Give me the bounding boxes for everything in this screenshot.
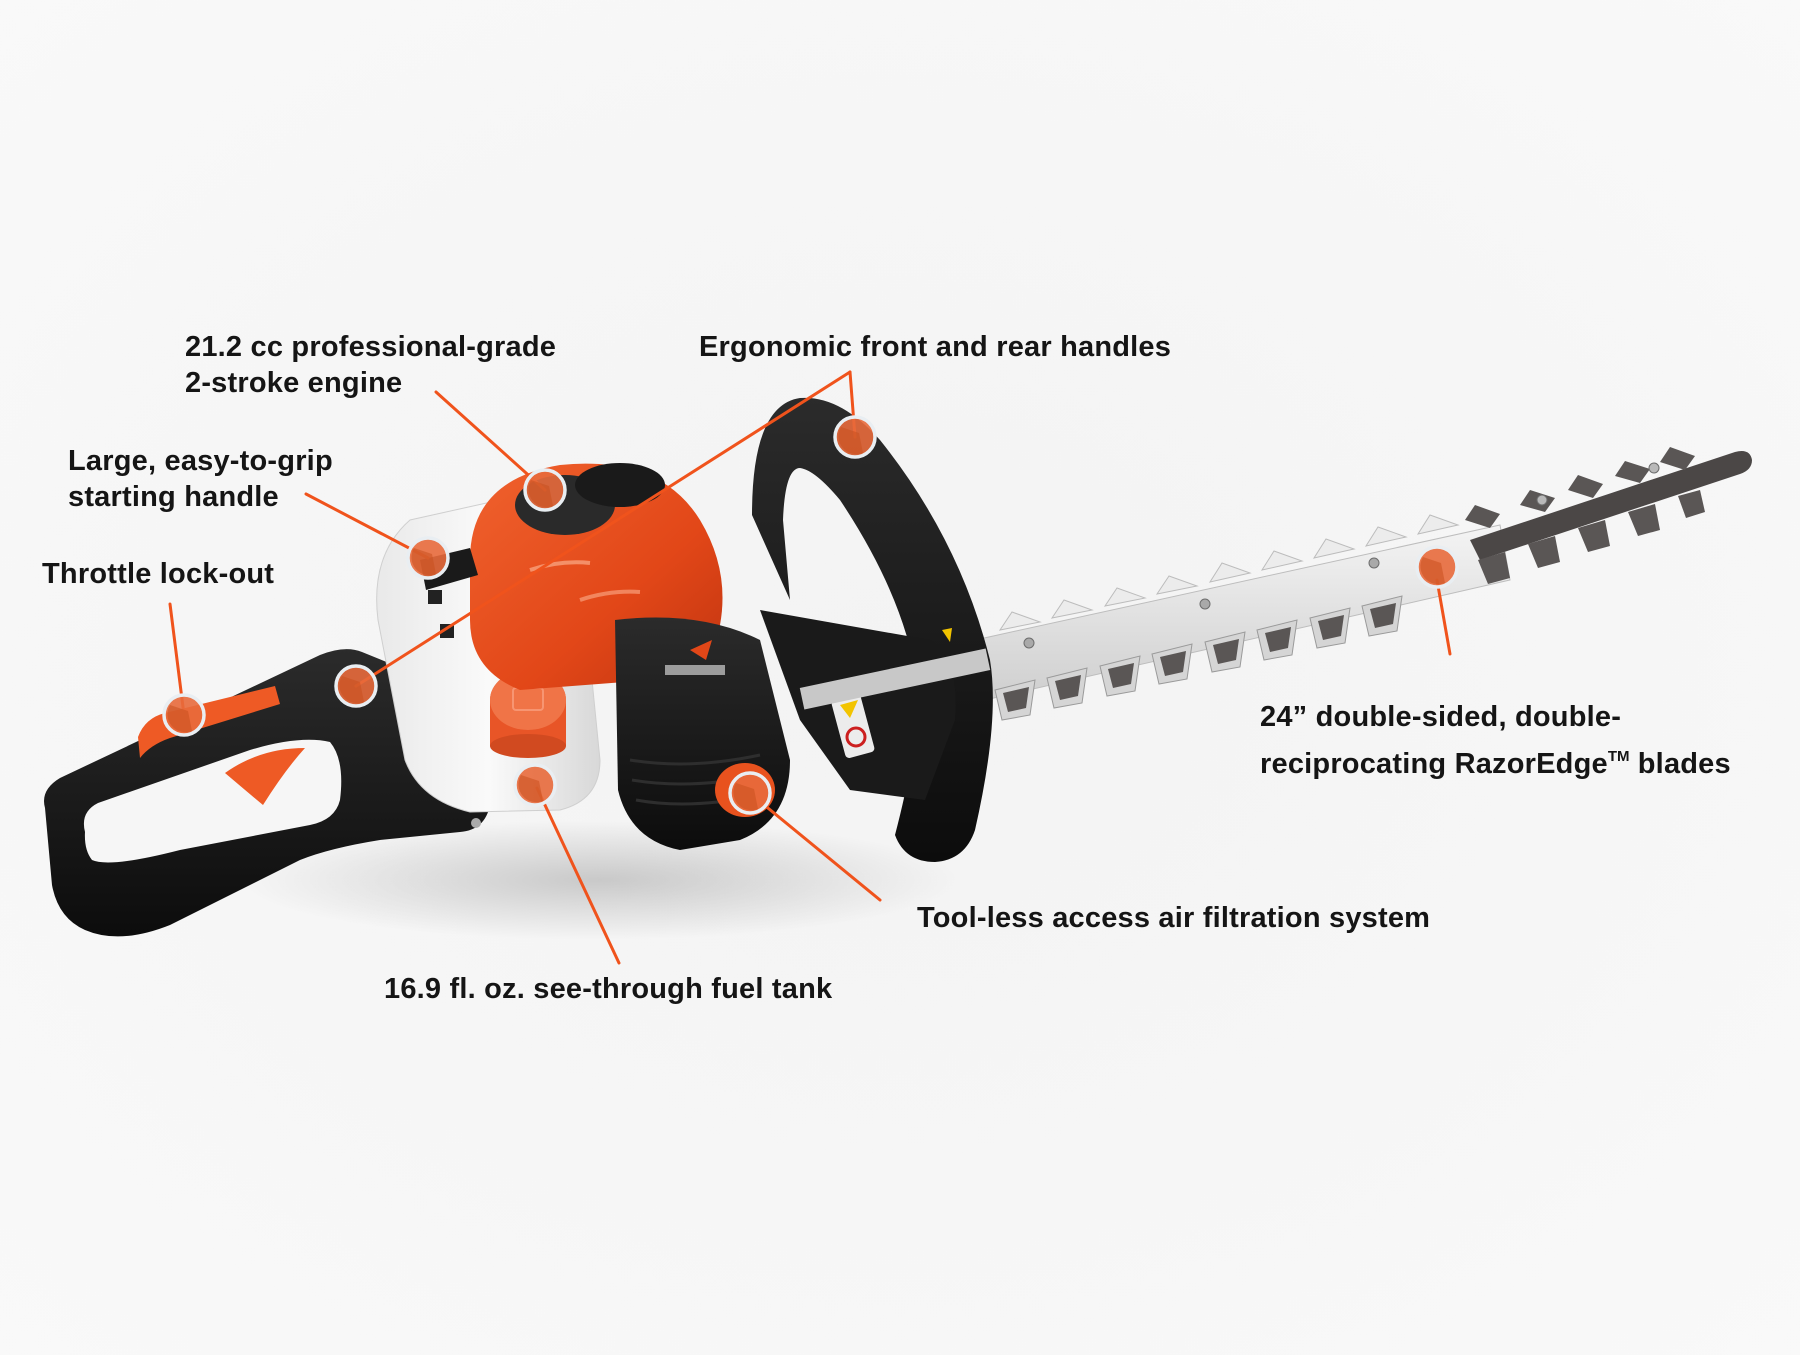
callout-leader-line-air-filtration: [750, 793, 882, 902]
callout-label-text: blades: [1629, 748, 1731, 780]
callout-dot-throttle-lockout: [162, 693, 206, 737]
callout-label-air-filtration: Tool-less access air filtration system: [917, 900, 1430, 936]
callout-label-line: Ergonomic front and rear handles: [699, 331, 1172, 363]
callout-dots: [162, 415, 1459, 815]
cutting-blade: [974, 447, 1752, 721]
callout-dot-blades: [1415, 545, 1459, 589]
callout-leader-line-engine: [434, 390, 547, 492]
callout-dot-handles: [833, 415, 877, 459]
callout-label-line: starting handle: [68, 481, 279, 513]
trademark-symbol: TM: [1607, 748, 1630, 765]
callout-label-line: 21.2 cc professional-grade: [185, 331, 557, 363]
callout-leader-line-fuel-tank: [535, 786, 621, 965]
callout-label-line: 2-stroke engine: [185, 367, 403, 399]
callout-leader-lines: [168, 370, 1452, 965]
callout-label-fuel-tank: 16.9 fl. oz. see-through fuel tank: [384, 971, 832, 1007]
callout-dot-fuel-tank: [513, 763, 557, 807]
callout-dot-starting-handle: [406, 536, 450, 580]
callout-dot-handles: [334, 664, 378, 708]
callout-label-handles: Ergonomic front and rear handles: [699, 329, 1171, 365]
callout-label-line: 24” double-sided, double-: [1260, 701, 1622, 733]
callout-label-line: Tool-less access air filtration system: [917, 902, 1431, 934]
callout-label-line: Throttle lock-out: [42, 558, 275, 590]
callout-label-blades: 24” double-sided, double- reciprocating …: [1260, 697, 1731, 784]
callout-label-line: 16.9 fl. oz. see-through fuel tank: [384, 973, 833, 1005]
callout-label-text: reciprocating RazorEdge: [1260, 748, 1608, 780]
callout-leader-line-handles: [354, 370, 852, 688]
callout-label-throttle-lockout: Throttle lock-out: [42, 556, 274, 592]
callout-leader-line-blades: [1435, 578, 1452, 656]
ground-shadow: [240, 820, 960, 940]
callout-label-line: Large, easy-to-grip: [68, 445, 333, 477]
front-handle: [752, 397, 993, 862]
callout-label-line-2: reciprocating RazorEdgeTM blades: [1260, 737, 1731, 784]
callout-dot-air-filtration: [728, 771, 772, 815]
callout-dot-engine: [523, 468, 567, 512]
callout-label-starting-handle: Large, easy-to-grip starting handle: [68, 443, 333, 515]
rear-handle: [44, 649, 506, 937]
callout-leader-line-starting-handle: [304, 492, 430, 560]
callout-label-engine: 21.2 cc professional-grade 2-stroke engi…: [185, 329, 556, 401]
